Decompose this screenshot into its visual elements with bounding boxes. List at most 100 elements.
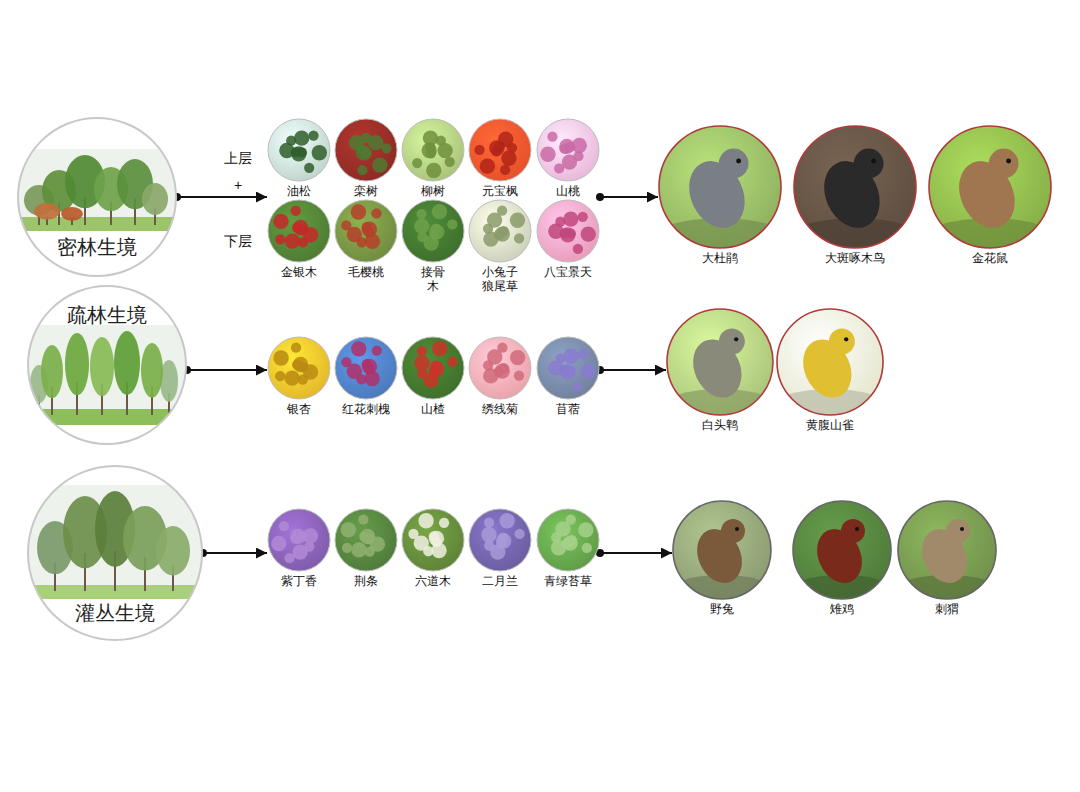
plant-photo (401, 336, 465, 400)
habitat-label: 密林生境 (17, 235, 177, 259)
animal-photo (666, 308, 774, 416)
plant-photo (267, 118, 331, 182)
plant-name: 毛樱桃 (348, 265, 384, 279)
flow-arrow (203, 552, 267, 554)
plant-circle: 二月兰 (468, 508, 532, 588)
plant-photo (536, 336, 600, 400)
plant-circle: 苜蓿 (536, 336, 600, 416)
animal-name: 大杜鹃 (702, 251, 738, 265)
layer-label: 下层 (224, 233, 252, 249)
plant-photo (334, 199, 398, 263)
plant-name: 紫丁香 (281, 574, 317, 588)
plant-name: 柳树 (421, 184, 445, 198)
plant-circle: 油松 (267, 118, 331, 198)
plant-circle: 接骨 木 (401, 199, 465, 293)
plant-name: 苜蓿 (556, 402, 580, 416)
plant-name: 银杏 (287, 402, 311, 416)
plant-circle: 银杏 (267, 336, 331, 416)
plant-name: 山桃 (556, 184, 580, 198)
plant-photo (267, 336, 331, 400)
plant-photo (536, 199, 600, 263)
animal-photo (776, 308, 884, 416)
plant-circle: 荆条 (334, 508, 398, 588)
animal-name: 黄腹山雀 (806, 418, 854, 432)
plant-circle: 元宝枫 (468, 118, 532, 198)
animal-photo (928, 125, 1052, 249)
animal-name: 野兔 (710, 602, 734, 616)
plant-name: 六道木 (415, 574, 451, 588)
plant-photo (334, 336, 398, 400)
plant-name: 绣线菊 (482, 402, 518, 416)
plant-photo (401, 199, 465, 263)
animal-name: 刺猬 (935, 602, 959, 616)
plant-photo (468, 336, 532, 400)
plant-name: 二月兰 (482, 574, 518, 588)
animal-photo (658, 125, 782, 249)
animal-circle: 大杜鹃 (658, 125, 782, 265)
plant-circle: 六道木 (401, 508, 465, 588)
animal-photo (792, 500, 892, 600)
animal-name: 白头鹎 (702, 418, 738, 432)
animal-photo (793, 125, 917, 249)
layer-label: + (234, 177, 242, 193)
animal-circle: 野兔 (672, 500, 772, 616)
plant-circle: 红花刺槐 (334, 336, 398, 416)
plant-photo (536, 508, 600, 572)
plant-circle: 小兔子 狼尾草 (468, 199, 532, 293)
plant-name: 青绿苔草 (544, 574, 592, 588)
plant-circle: 紫丁香 (267, 508, 331, 588)
plant-photo (536, 118, 600, 182)
plant-name: 金银木 (281, 265, 317, 279)
plant-photo (401, 508, 465, 572)
animal-photo (672, 500, 772, 600)
animal-photo (897, 500, 997, 600)
plant-circle: 毛樱桃 (334, 199, 398, 279)
flow-arrow (187, 369, 267, 371)
habitat-label: 疏林生境 (27, 303, 187, 327)
plant-name: 接骨 木 (421, 265, 445, 293)
plant-name: 红花刺槐 (342, 402, 390, 416)
plant-photo (334, 118, 398, 182)
flow-arrow (177, 196, 267, 198)
animal-circle: 黄腹山雀 (776, 308, 884, 432)
plant-circle: 金银木 (267, 199, 331, 279)
plant-circle: 八宝景天 (536, 199, 600, 279)
plant-photo (401, 118, 465, 182)
plant-circle: 山桃 (536, 118, 600, 198)
plant-name: 栾树 (354, 184, 378, 198)
animal-circle: 刺猬 (897, 500, 997, 616)
animal-circle: 大斑啄木鸟 (793, 125, 917, 265)
plant-photo (334, 508, 398, 572)
plant-photo (468, 199, 532, 263)
animal-name: 大斑啄木鸟 (825, 251, 885, 265)
plant-circle: 青绿苔草 (536, 508, 600, 588)
plant-name: 荆条 (354, 574, 378, 588)
plant-name: 小兔子 狼尾草 (482, 265, 518, 293)
flow-arrow (600, 196, 658, 198)
animal-circle: 金花鼠 (928, 125, 1052, 265)
plant-name: 元宝枫 (482, 184, 518, 198)
plant-circle: 绣线菊 (468, 336, 532, 416)
plant-photo (267, 508, 331, 572)
layer-label: 上层 (224, 150, 252, 166)
plant-photo (267, 199, 331, 263)
animal-name: 雉鸡 (830, 602, 854, 616)
plant-photo (468, 118, 532, 182)
animal-circle: 白头鹎 (666, 308, 774, 432)
plant-circle: 柳树 (401, 118, 465, 198)
flow-arrow (600, 369, 666, 371)
plant-photo (468, 508, 532, 572)
habitat-circle: 灌丛生境 (27, 465, 203, 641)
plant-name: 八宝景天 (544, 265, 592, 279)
habitat-circle: 疏林生境 (27, 285, 187, 445)
plant-circle: 山楂 (401, 336, 465, 416)
plant-name: 山楂 (421, 402, 445, 416)
flow-arrow (600, 552, 672, 554)
animal-name: 金花鼠 (972, 251, 1008, 265)
habitat-label: 灌丛生境 (27, 601, 203, 625)
habitat-circle: 密林生境 (17, 117, 177, 277)
plant-name: 油松 (287, 184, 311, 198)
plant-circle: 栾树 (334, 118, 398, 198)
animal-circle: 雉鸡 (792, 500, 892, 616)
